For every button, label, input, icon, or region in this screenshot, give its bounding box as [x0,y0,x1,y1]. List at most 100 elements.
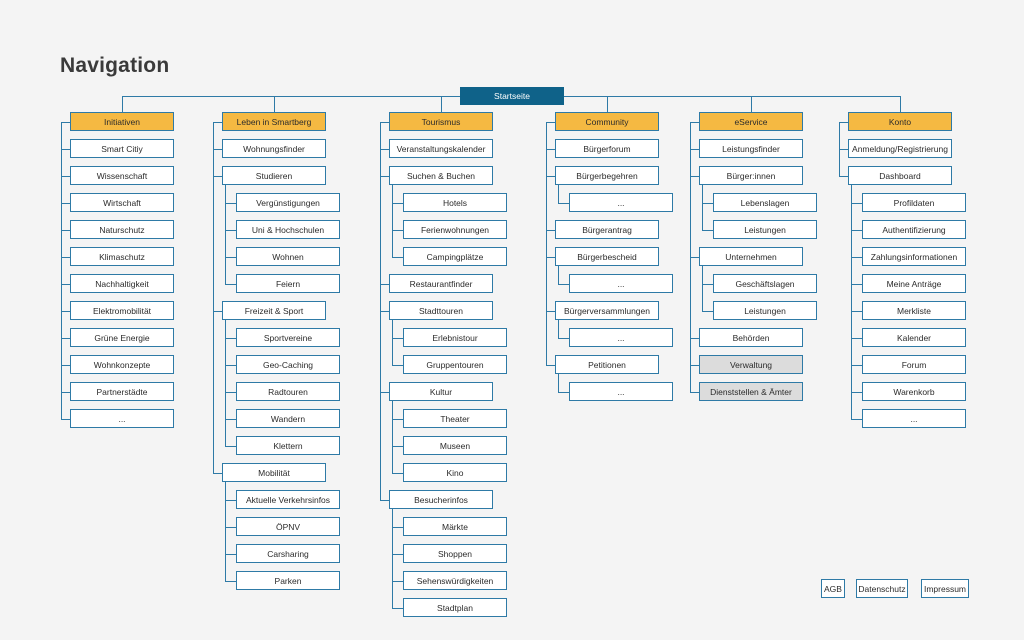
sub-item-maerkte[interactable]: Märkte [403,517,507,536]
sub-branch-line [702,310,713,312]
nav-item-besucherinfos[interactable]: Besucherinfos [389,490,493,509]
sub-item-museen[interactable]: Museen [403,436,507,455]
nav-item-leistungsfinder[interactable]: Leistungsfinder [699,139,803,158]
nav-item-dienststellen-aemter[interactable]: Dienststellen & Ämter [699,382,803,401]
nav-item-wissenschaft[interactable]: Wissenschaft [70,166,174,185]
category-konto[interactable]: Konto [848,112,952,131]
sub-item-more[interactable]: ... [569,328,673,347]
nav-item-buergerbescheid[interactable]: Bürgerbescheid [555,247,659,266]
nav-item-anmeldung-registrierung[interactable]: Anmeldung/Registrierung [848,139,952,158]
footer-link-agb[interactable]: AGB [821,579,845,598]
sub-item-kalender[interactable]: Kalender [862,328,966,347]
sub-item-oepnv[interactable]: ÖPNV [236,517,340,536]
sub-spine-line [225,320,226,447]
nav-item-studieren[interactable]: Studieren [222,166,326,185]
nav-item-unternehmen[interactable]: Unternehmen [699,247,803,266]
sub-item-geschaeftslagen[interactable]: Geschäftslagen [713,274,817,293]
category-initiativen[interactable]: Initiativen [70,112,174,131]
nav-item-kultur[interactable]: Kultur [389,382,493,401]
sub-item-wandern[interactable]: Wandern [236,409,340,428]
branch-line [690,337,699,339]
nav-item-smart-citiy[interactable]: Smart Citiy [70,139,174,158]
sub-item-theater[interactable]: Theater [403,409,507,428]
sub-item-more[interactable]: ... [862,409,966,428]
nav-item-restaurantfinder[interactable]: Restaurantfinder [389,274,493,293]
nav-item-nachhaltigkeit[interactable]: Nachhaltigkeit [70,274,174,293]
sub-item-lebenslagen[interactable]: Lebenslagen [713,193,817,212]
sub-item-gruppentouren[interactable]: Gruppentouren [403,355,507,374]
nav-item-naturschutz[interactable]: Naturschutz [70,220,174,239]
sub-item-kino[interactable]: Kino [403,463,507,482]
sub-item-authentifizierung[interactable]: Authentifizierung [862,220,966,239]
sub-item-radtouren[interactable]: Radtouren [236,382,340,401]
sub-item-forum[interactable]: Forum [862,355,966,374]
nav-item-verwaltung[interactable]: Verwaltung [699,355,803,374]
sub-item-parken[interactable]: Parken [236,571,340,590]
nav-item-wirtschaft[interactable]: Wirtschaft [70,193,174,212]
nav-item-buergerbegehren[interactable]: Bürgerbegehren [555,166,659,185]
root-node-startseite[interactable]: Startseite [460,87,564,105]
sub-item-verguenstigungen[interactable]: Vergünstigungen [236,193,340,212]
nav-item-wohnkonzepte[interactable]: Wohnkonzepte [70,355,174,374]
sub-item-more[interactable]: ... [569,274,673,293]
nav-item-more[interactable]: ... [70,409,174,428]
sub-item-shoppen[interactable]: Shoppen [403,544,507,563]
sub-item-profildaten[interactable]: Profildaten [862,193,966,212]
nav-item-dashboard[interactable]: Dashboard [848,166,952,185]
sub-branch-line [392,337,403,339]
sub-item-aktuelle-verkehrsinfos[interactable]: Aktuelle Verkehrsinfos [236,490,340,509]
category-eservice[interactable]: eService [699,112,803,131]
sub-item-geo-caching[interactable]: Geo-Caching [236,355,340,374]
sub-item-feiern[interactable]: Feiern [236,274,340,293]
nav-item-gruene-energie[interactable]: Grüne Energie [70,328,174,347]
category-stub-line [839,121,848,123]
nav-item-petitionen[interactable]: Petitionen [555,355,659,374]
sub-item-more[interactable]: ... [569,193,673,212]
sub-item-merkliste[interactable]: Merkliste [862,301,966,320]
sub-item-carsharing[interactable]: Carsharing [236,544,340,563]
sub-branch-line [225,364,236,366]
sub-item-more[interactable]: ... [569,382,673,401]
sub-item-klettern[interactable]: Klettern [236,436,340,455]
nav-item-partnerstaedte[interactable]: Partnerstädte [70,382,174,401]
category-tourismus[interactable]: Tourismus [389,112,493,131]
nav-item-mobilitaet[interactable]: Mobilität [222,463,326,482]
footer-link-datenschutz[interactable]: Datenschutz [856,579,908,598]
sub-item-warenkorb[interactable]: Warenkorb [862,382,966,401]
sub-item-erlebnistour[interactable]: Erlebnistour [403,328,507,347]
sub-spine-line [225,482,226,582]
sub-branch-line [392,364,403,366]
sub-item-ferienwohnungen[interactable]: Ferienwohnungen [403,220,507,239]
nav-item-buergerforum[interactable]: Bürgerforum [555,139,659,158]
sub-item-wohnen[interactable]: Wohnen [236,247,340,266]
sub-item-stadtplan[interactable]: Stadtplan [403,598,507,617]
sub-item-leistungen[interactable]: Leistungen [713,220,817,239]
nav-item-buerger-innen[interactable]: Bürger:innen [699,166,803,185]
nav-item-buergerversammlungen[interactable]: Bürgerversammlungen [555,301,659,320]
category-leben-in-smartberg[interactable]: Leben in Smartberg [222,112,326,131]
branch-line [690,364,699,366]
nav-item-elektromobilitaet[interactable]: Elektromobilität [70,301,174,320]
sub-item-hotels[interactable]: Hotels [403,193,507,212]
nav-item-freizeit-sport[interactable]: Freizeit & Sport [222,301,326,320]
nav-item-suchen-buchen[interactable]: Suchen & Buchen [389,166,493,185]
category-community[interactable]: Community [555,112,659,131]
page-title: Navigation [60,54,170,77]
nav-item-veranstaltungskalender[interactable]: Veranstaltungskalender [389,139,493,158]
sub-item-sportvereine[interactable]: Sportvereine [236,328,340,347]
branch-line [61,256,70,258]
sub-item-uni-hochschulen[interactable]: Uni & Hochschulen [236,220,340,239]
sub-item-campingplaetze[interactable]: Campingplätze [403,247,507,266]
nav-item-buergerantrag[interactable]: Bürgerantrag [555,220,659,239]
nav-item-behoerden[interactable]: Behörden [699,328,803,347]
sub-item-meine-antraege[interactable]: Meine Anträge [862,274,966,293]
nav-item-wohnungsfinder[interactable]: Wohnungsfinder [222,139,326,158]
sub-item-leistungen[interactable]: Leistungen [713,301,817,320]
nav-item-klimaschutz[interactable]: Klimaschutz [70,247,174,266]
sub-item-zahlungsinformationen[interactable]: Zahlungsinformationen [862,247,966,266]
sub-item-sehenswuerdigkeiten[interactable]: Sehenswürdigkeiten [403,571,507,590]
nav-item-stadttouren[interactable]: Stadttouren [389,301,493,320]
footer-link-impressum[interactable]: Impressum [921,579,969,598]
sub-branch-line [851,310,862,312]
